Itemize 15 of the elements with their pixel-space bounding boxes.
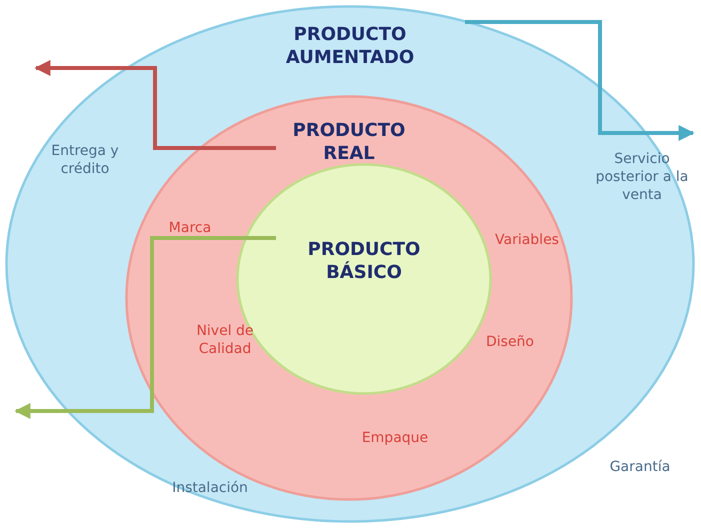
item-label: Nivel de Calidad — [195, 322, 255, 358]
item-label: Marca — [168, 219, 212, 237]
ring-heading: PRODUCTO REAL — [292, 119, 406, 165]
arrow — [465, 20, 695, 141]
item-label: Empaque — [360, 429, 430, 447]
arrow — [34, 60, 276, 150]
item-label: Servicio posterior a la venta — [594, 150, 690, 204]
ring-heading: PRODUCTO AUMENTADO — [284, 23, 416, 69]
item-label: Instalación — [171, 479, 249, 497]
arrow — [14, 236, 276, 419]
item-label: Variables — [494, 231, 560, 249]
item-label: Diseño — [484, 333, 535, 351]
ring-heading: PRODUCTO BÁSICO — [306, 238, 422, 284]
item-label: Garantía — [608, 458, 672, 476]
item-label: Entrega y crédito — [50, 142, 120, 178]
